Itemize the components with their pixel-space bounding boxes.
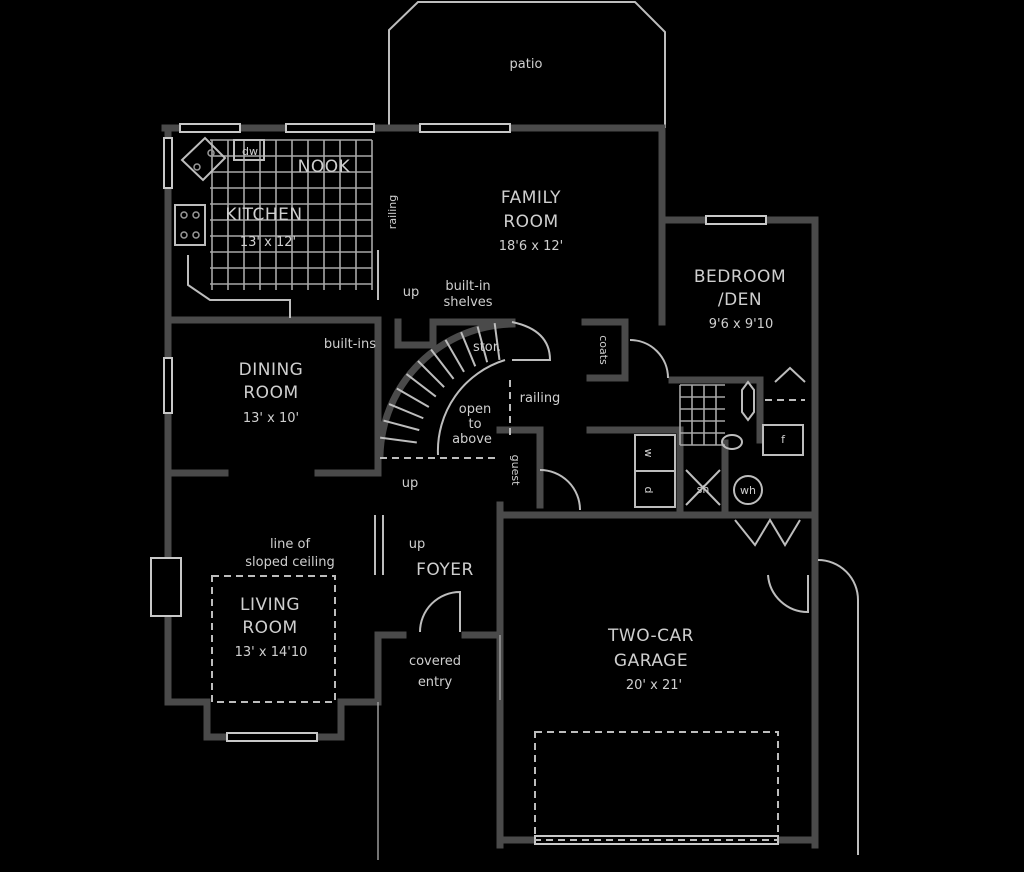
label-up-stair: up	[402, 476, 419, 491]
garage-car-outline	[534, 731, 779, 841]
kitchen-fixtures	[174, 136, 379, 318]
label-railing-kitchen: railing	[386, 195, 399, 229]
label-washer: w	[642, 449, 655, 458]
grid-line	[460, 331, 477, 367]
label-patio: patio	[510, 57, 543, 72]
label-up-foyer: up	[409, 537, 426, 552]
label-built-in-shelves-2: shelves	[443, 295, 492, 310]
grid-line	[444, 339, 465, 373]
label-dining-size: 13' x 10'	[243, 411, 299, 426]
label-water-heater: wh	[740, 484, 756, 497]
label-garage-2: GARAGE	[614, 651, 688, 671]
label-bedroom-2: /DEN	[718, 290, 762, 310]
label-dishwasher: dw	[242, 145, 258, 158]
label-sloped-ceiling-1: line of	[270, 537, 311, 552]
label-kitchen-size: 13' x 12'	[240, 235, 296, 250]
label-living-size: 13' x 14'10	[235, 645, 308, 660]
window-kitchen-side	[163, 137, 173, 189]
fireplace	[150, 557, 182, 617]
label-garage-1: TWO-CAR	[607, 626, 694, 646]
label-dining-1: DINING	[239, 360, 304, 380]
grid-line	[383, 419, 420, 432]
label-foyer: FOYER	[416, 560, 474, 580]
grid-line	[396, 387, 430, 408]
label-covered-entry-2: entry	[418, 675, 453, 690]
dashed-outlines	[211, 575, 779, 841]
window-kitchen	[179, 123, 241, 133]
label-bedroom-1: BEDROOM	[694, 267, 786, 287]
label-railing-stair: railing	[520, 391, 561, 406]
staircase	[376, 320, 552, 459]
window-living	[226, 732, 318, 742]
label-nook: NOOK	[298, 157, 351, 177]
label-family-room-1: FAMILY	[501, 188, 561, 208]
label-storage: stor.	[473, 340, 501, 355]
kitchen-tile-floor	[210, 139, 373, 290]
label-sloped-ceiling-2: sloped ceiling	[245, 555, 334, 570]
grid-line	[430, 348, 455, 380]
label-shower: sh	[697, 483, 710, 496]
grid-line	[493, 323, 501, 360]
doors	[374, 339, 859, 855]
sloped-ceiling-line	[211, 575, 336, 703]
window-family-room	[419, 123, 511, 133]
label-living-1: LIVING	[240, 595, 300, 615]
label-family-room-2: ROOM	[503, 212, 558, 232]
window-dining	[163, 357, 173, 414]
site-lines	[377, 635, 501, 860]
label-dining-2: ROOM	[243, 383, 298, 403]
label-bedroom-size: 9'6 x 9'10	[709, 317, 773, 332]
label-open-1: open	[459, 402, 491, 417]
grid-line	[380, 436, 417, 444]
label-guest-closet: guest	[509, 455, 522, 486]
labels: patio NOOK dw KITCHEN 13' x 12' railing …	[225, 57, 786, 693]
grid-line	[417, 360, 445, 388]
label-built-ins: built-ins	[324, 337, 376, 352]
label-family-room-size: 18'6 x 12'	[499, 239, 563, 254]
bath-utility	[634, 380, 805, 508]
label-open-2: to	[468, 417, 481, 432]
grid-line	[476, 326, 489, 363]
label-open-3: above	[452, 432, 492, 447]
windows	[150, 123, 779, 845]
label-garage-size: 20' x 21'	[626, 678, 682, 693]
label-living-2: ROOM	[242, 618, 297, 638]
label-built-in-shelves-1: built-in	[445, 279, 490, 294]
grid-line	[388, 403, 424, 420]
window-bedroom	[705, 215, 767, 225]
label-covered-entry-1: covered	[409, 654, 461, 669]
grid-line	[405, 373, 437, 398]
window-nook	[285, 123, 375, 133]
label-kitchen: KITCHEN	[225, 205, 302, 225]
label-dryer: d	[642, 487, 655, 494]
patio	[388, 1, 666, 128]
label-up-kitchen: up	[403, 285, 420, 300]
label-furnace: f	[781, 433, 786, 446]
label-coats-closet: coats	[597, 335, 610, 365]
